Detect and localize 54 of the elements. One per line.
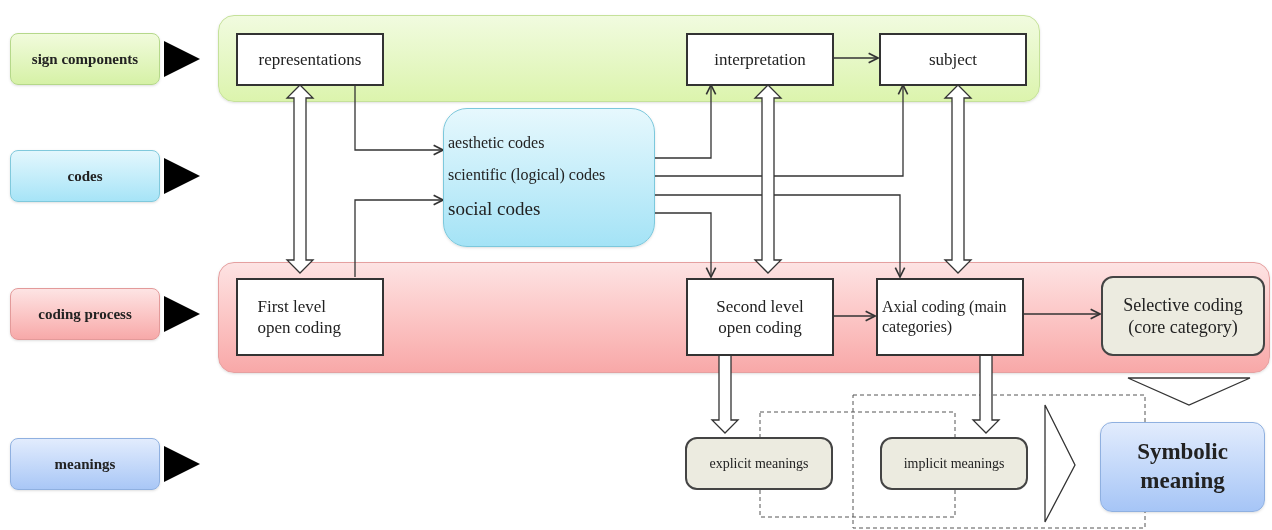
arrow	[832, 310, 876, 322]
node-text: First level open coding	[257, 295, 343, 339]
pointer-arrow	[164, 41, 200, 77]
process-box	[686, 33, 834, 86]
rounded-box	[880, 437, 1028, 490]
result-box	[1100, 422, 1265, 512]
arrow	[654, 194, 906, 278]
rounded-box	[1101, 276, 1265, 356]
band-panel	[218, 262, 1270, 373]
arrow	[654, 212, 717, 278]
arrow	[354, 84, 444, 156]
row-label-box	[10, 288, 160, 340]
block-arrow	[710, 354, 740, 434]
node-text: social codes	[448, 197, 542, 222]
arrow	[832, 52, 879, 64]
node-text: explicit meanings	[709, 454, 809, 473]
node-text: implicit meanings	[903, 454, 1005, 473]
arrow	[654, 84, 717, 159]
process-box	[236, 33, 384, 86]
node-text: Second level open coding	[715, 295, 805, 339]
arrow	[654, 84, 909, 177]
node-text: Axial coding (main categories)	[882, 297, 1008, 337]
node-text: scientific (logical) codes	[448, 165, 607, 186]
block-arrow	[943, 84, 973, 274]
rounded-box	[685, 437, 833, 490]
block-arrow	[285, 84, 315, 274]
pointer-arrow	[164, 446, 200, 482]
arrow	[1022, 308, 1101, 320]
node-text: meanings	[54, 454, 116, 474]
node-text: sign components	[31, 49, 139, 69]
codes-box	[443, 108, 655, 247]
node-text: subject	[928, 48, 978, 71]
node-text: coding process	[38, 304, 132, 324]
row-label-box	[10, 150, 160, 202]
process-box	[879, 33, 1027, 86]
node-text: representations	[258, 48, 362, 71]
process-box	[876, 278, 1024, 356]
process-box	[686, 278, 834, 356]
band-panel	[218, 15, 1040, 102]
node-text: aesthetic codes	[448, 133, 546, 154]
row-label-box	[10, 438, 160, 490]
triangle-arrow	[1127, 377, 1251, 406]
node-text: codes	[67, 166, 103, 186]
node-text: Selective coding (core category)	[1122, 293, 1244, 339]
row-label-box	[10, 33, 160, 85]
node-text: interpretation	[714, 48, 806, 71]
block-arrow	[971, 354, 1001, 434]
block-arrow	[753, 84, 783, 274]
process-box	[236, 278, 384, 356]
node-text: Symbolic meaning	[1136, 438, 1229, 495]
triangle-arrow	[1044, 404, 1076, 523]
arrow	[354, 194, 444, 278]
pointer-arrow	[164, 296, 200, 332]
pointer-arrow	[164, 158, 200, 194]
